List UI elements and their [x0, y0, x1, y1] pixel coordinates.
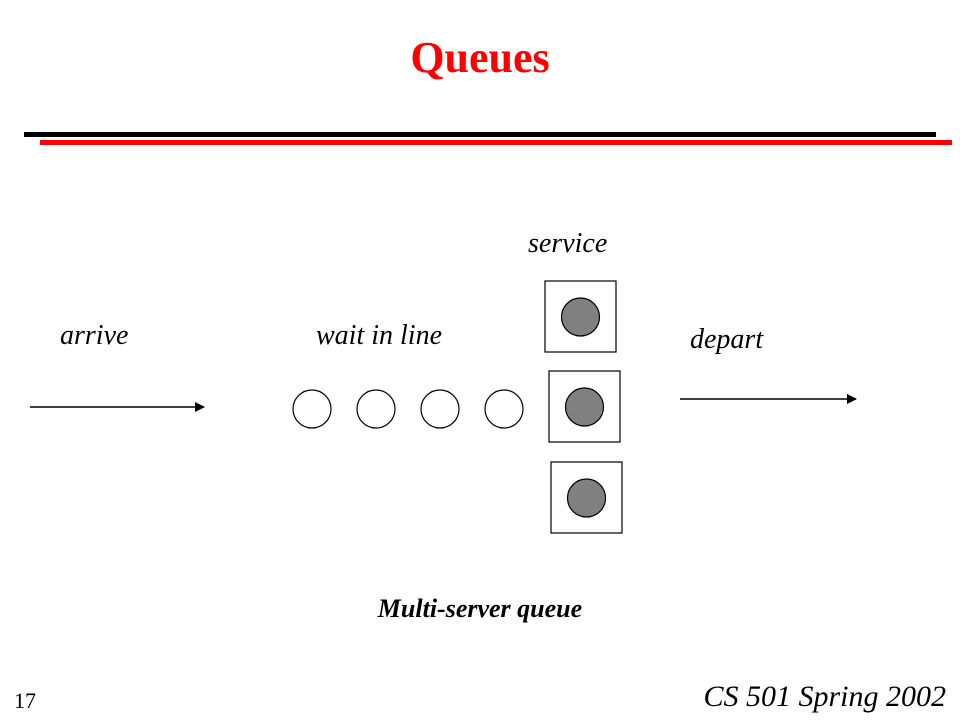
- waiting-line: [292, 389, 524, 429]
- label-service: service: [528, 228, 608, 259]
- slide-footer: CS 501 Spring 2002: [703, 680, 946, 713]
- waiting-customer: [356, 389, 396, 429]
- waiting-customer: [292, 389, 332, 429]
- customer-in-service: [560, 297, 601, 337]
- waiting-customer: [420, 389, 460, 429]
- customer-in-service: [564, 387, 605, 427]
- diagram-caption: Multi-server queue: [377, 594, 583, 623]
- slide-title: Queues: [410, 33, 550, 82]
- label-wait-in-line: wait in line: [316, 320, 442, 351]
- label-arrive: arrive: [60, 320, 129, 351]
- label-depart: depart: [690, 324, 764, 355]
- slide-number: 17: [14, 688, 36, 713]
- waiting-customer: [484, 389, 524, 429]
- server-stations: [544, 280, 623, 534]
- title-rule-red: [40, 140, 952, 145]
- server-box: [548, 370, 621, 443]
- customer-in-service: [566, 478, 607, 518]
- title-rule-black: [24, 132, 936, 137]
